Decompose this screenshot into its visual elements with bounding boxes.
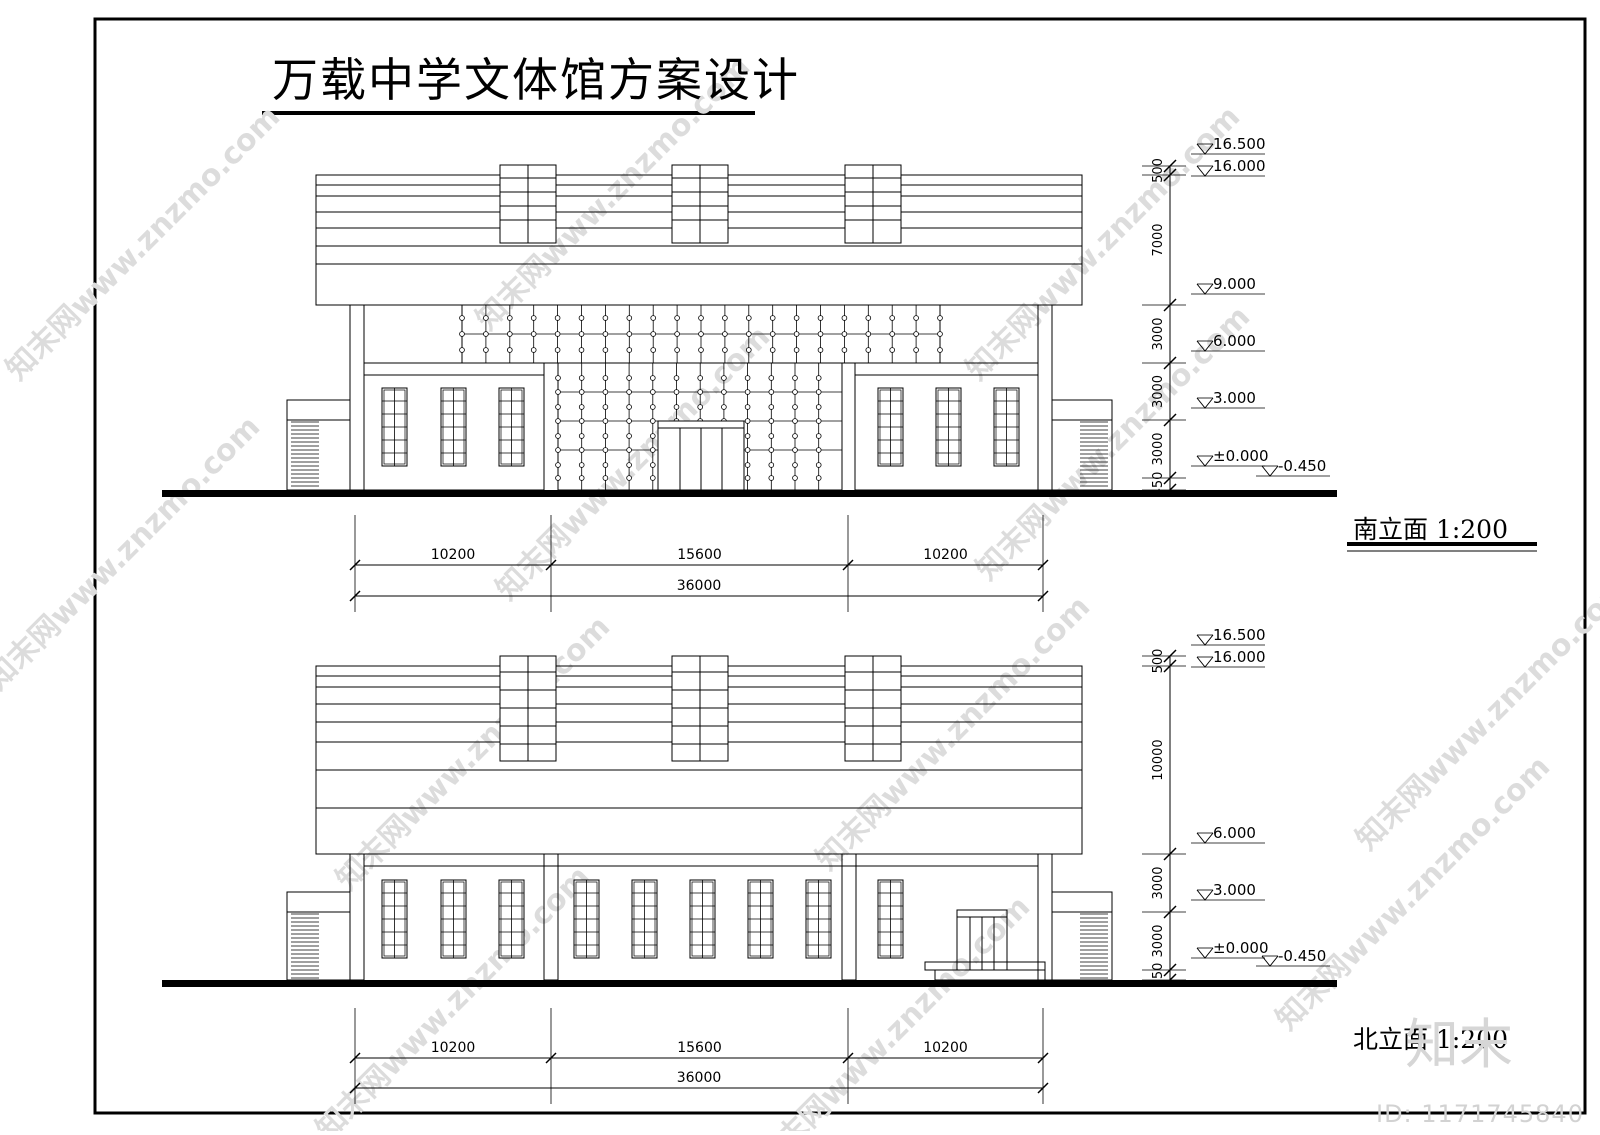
north-level-4: ±0.000 [1213,939,1269,957]
watermark-text-0: 知末网www.znzmo.com [0,99,287,387]
south-total-dim: 36000 [677,578,722,594]
south-vdim-0: 500 [1151,158,1166,183]
north-vdim-0: 500 [1151,649,1166,674]
north-clerestory-right [844,655,902,762]
drawing-title: 万载中学文体馆方案设计 [272,53,800,107]
sheet-border [93,17,1587,1115]
north-hdim-1: 15600 [677,1040,722,1056]
south-clerestory-left [499,164,557,244]
south-hdim-1: 15600 [677,547,722,563]
north-hdim-0: 10200 [431,1040,476,1056]
south-outside-level: -0.450 [1278,457,1326,475]
north-vdim-4: 450 [1151,963,1166,988]
north-vdim-1: 10000 [1151,739,1166,780]
north-level-0: 16.500 [1213,626,1266,644]
south-vdim-1: 7000 [1151,223,1166,256]
north-total-dim: 36000 [677,1070,722,1086]
north-elevation-caption: 北立面 1:200 [1353,1025,1508,1054]
south-vdim-2: 3000 [1151,317,1166,350]
watermark-id: ID: 1171745840 [1376,1100,1584,1128]
south-hdim-2: 10200 [923,547,968,563]
south-level-2: 9.000 [1213,275,1256,293]
north-vdim-2: 3000 [1151,866,1166,899]
south-level-4: 3.000 [1213,389,1256,407]
south-vdim-5: 450 [1151,472,1166,497]
south-elevation-caption: 南立面 1:200 [1353,515,1508,544]
north-hdim-2: 10200 [923,1040,968,1056]
south-level-0: 16.500 [1213,135,1266,153]
south-elevation [286,164,1113,491]
north-level-2: 6.000 [1213,824,1256,842]
south-clerestory-mid [671,164,729,244]
south-level-1: 16.000 [1213,157,1266,175]
north-elevation [286,655,1113,981]
south-ground-line [162,490,1337,497]
north-clerestory-left [499,655,557,762]
north-outside-level: -0.450 [1278,947,1326,965]
south-vdim-4: 3000 [1151,432,1166,465]
north-level-1: 16.000 [1213,648,1266,666]
watermark-brand: 知末 [1405,1013,1513,1076]
north-vdim-3: 3000 [1151,924,1166,957]
north-clerestory-mid [671,655,729,762]
south-vdim-3: 3000 [1151,375,1166,408]
south-level-5: ±0.000 [1213,447,1269,465]
watermark-text-3: 知末网www.znzmo.com [0,409,267,697]
south-level-3: 6.000 [1213,332,1256,350]
north-ground-line [162,980,1337,987]
south-clerestory-right [844,164,902,244]
south-hdim-0: 10200 [431,547,476,563]
north-level-3: 3.000 [1213,881,1256,899]
